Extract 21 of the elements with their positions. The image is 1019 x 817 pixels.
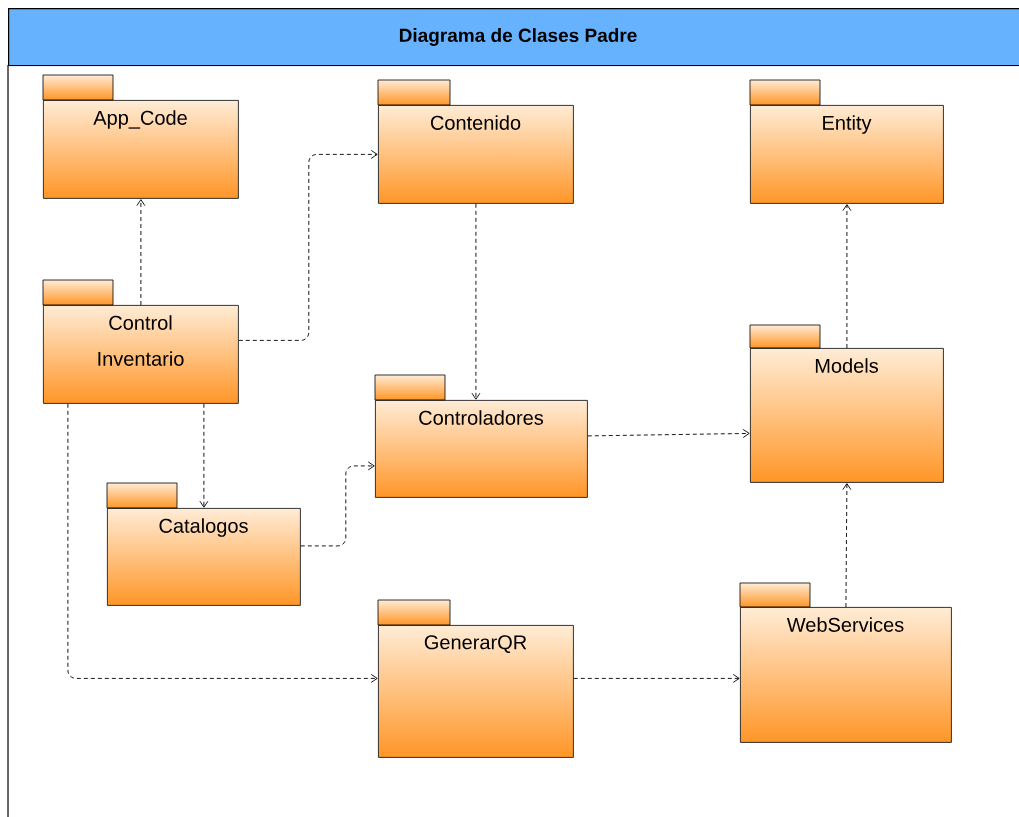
dependency-arrow [199,403,209,508]
package-box: Control Inventario [42,279,239,404]
package-box: Contenido [377,79,574,204]
package-box: Catalogos [106,482,301,606]
dependency-arrow [300,461,375,547]
package-box: GenerarQR [377,599,574,758]
package-box: Entity [749,79,944,204]
dependency-arrow [136,199,146,306]
package-box: App_Code [42,74,239,199]
frame [7,8,1019,817]
dependency-arrow [842,483,852,608]
dependency-arrow [238,149,378,341]
dependency-arrow [573,673,740,683]
dependency-arrow [587,429,750,438]
title: Diagrama de Clases Padre [399,28,637,46]
dependency-arrow [471,203,481,400]
dependency-arrow [842,204,852,349]
package-box: Models [749,324,944,483]
dependency-arrow [67,403,378,683]
package-box: WebServices [739,582,952,743]
package-box: Controladores [374,374,588,498]
